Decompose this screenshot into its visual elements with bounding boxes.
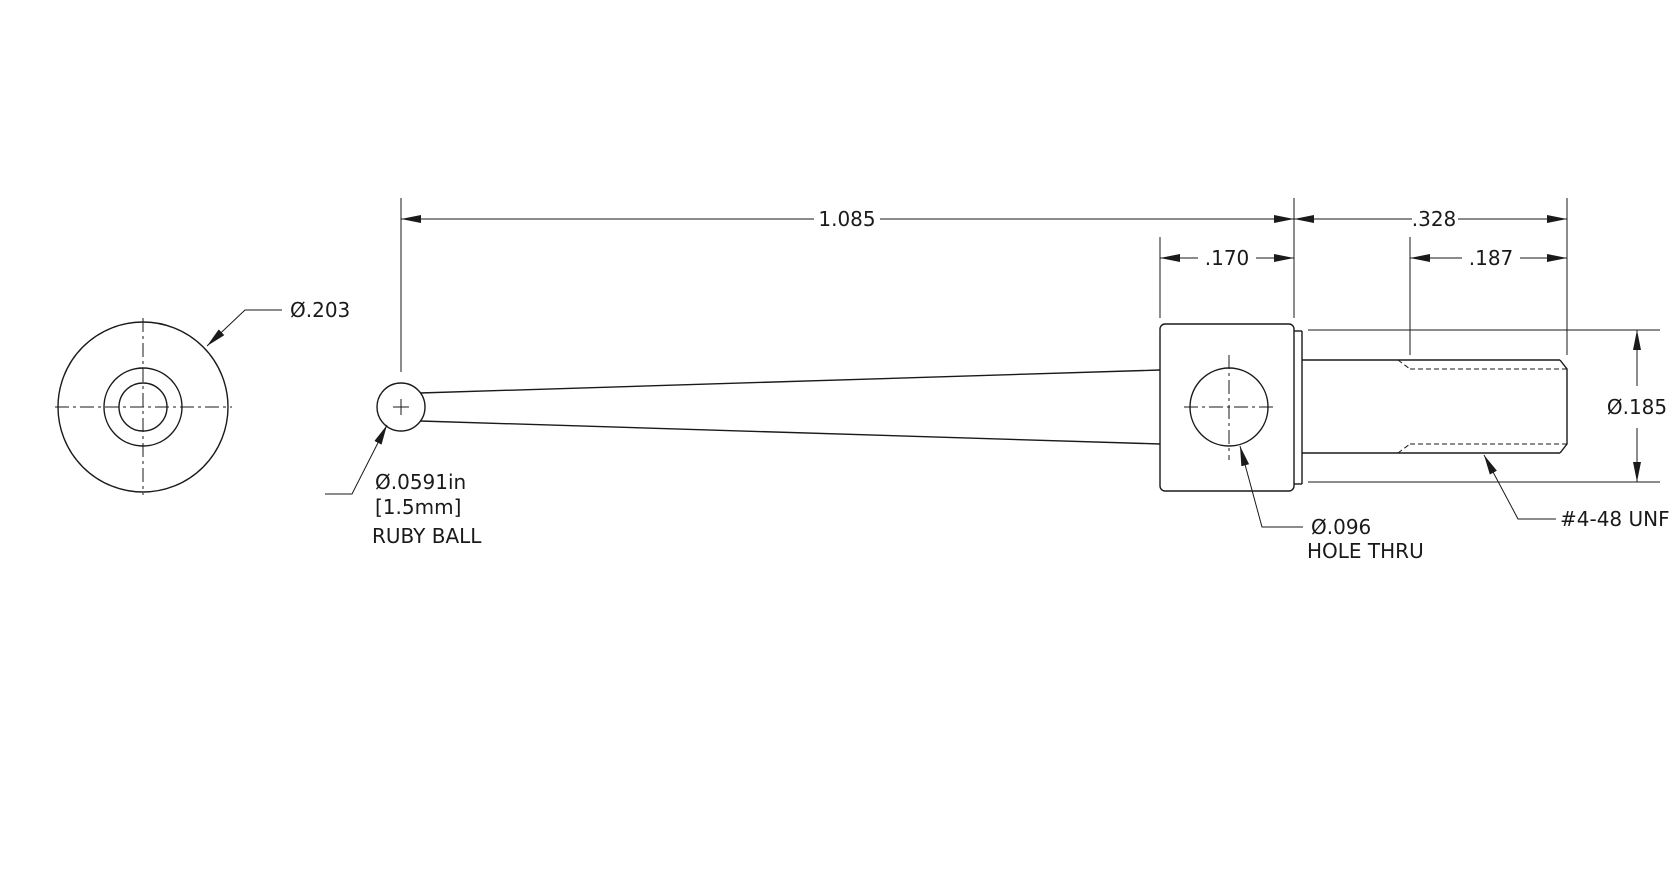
shank-chamfer-end (1559, 359, 1568, 454)
stylus-body-block (1159, 323, 1295, 492)
stem-lower-edge (419, 420, 1161, 445)
thread-start-chamfer-upper (1397, 359, 1411, 370)
end-view-diameter-leader (206, 309, 282, 347)
thread-leader (1483, 454, 1556, 520)
thread-spec-label: #4-48 UNF (1560, 507, 1670, 531)
dim-thread-total: .328 (1412, 207, 1457, 231)
dim-shank-diameter: Ø.185 (1607, 395, 1667, 419)
side-view (376, 323, 1568, 492)
ball-material-label: RUBY BALL (372, 524, 482, 548)
dim-thread-length: .187 (1469, 246, 1514, 270)
thread-start-chamfer-lower (1397, 443, 1411, 454)
ruby-ball (376, 382, 426, 432)
end-view: Ø.203 (55, 298, 350, 495)
dim-body-width: .170 (1205, 246, 1250, 270)
dim-overall-length: 1.085 (818, 207, 875, 231)
hole-diameter-label: Ø.096 (1311, 515, 1371, 539)
ball-leader (325, 424, 388, 495)
ball-metric-label: [1.5mm] (375, 495, 461, 519)
dimensions: 1.085 .328 .170 .187 Ø.185 (400, 198, 1667, 483)
hole-leader (1239, 445, 1303, 528)
stem-upper-edge (419, 369, 1161, 394)
hole-type-label: HOLE THRU (1307, 539, 1424, 563)
ball-diameter-label: Ø.0591in (375, 470, 466, 494)
callouts: Ø.0591in [1.5mm] RUBY BALL Ø.096 HOLE TH… (325, 424, 1670, 563)
end-view-diameter-label: Ø.203 (290, 298, 350, 322)
